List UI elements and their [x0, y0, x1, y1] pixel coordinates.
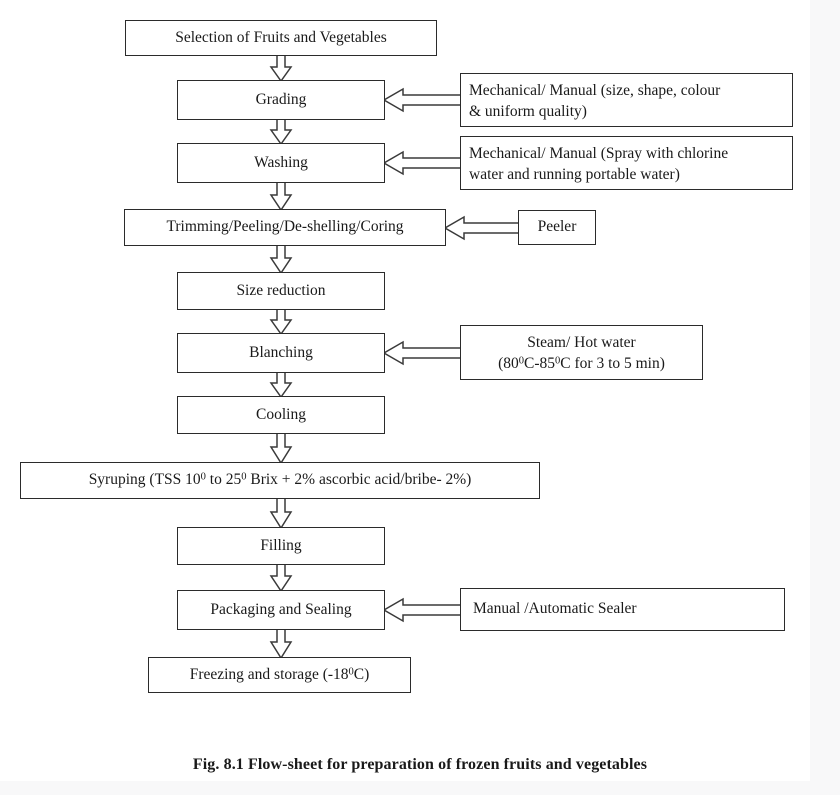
degree-superscript: 0 — [348, 665, 354, 677]
flow-arrow-packaging-to-freezing — [267, 628, 295, 659]
process-label-washing: Washing — [254, 153, 308, 171]
annotation-blanching-line1: Steam/ Hot water — [527, 334, 636, 351]
process-box-filling[interactable]: Filling — [177, 527, 385, 565]
figure-caption: Fig. 8.1 Flow-sheet for preparation of f… — [192, 756, 648, 773]
degree-superscript: 0 — [241, 471, 247, 483]
annotation-sealer-label: Manual /Automatic Sealer — [473, 600, 637, 618]
annotation-arrow-to-washing — [384, 149, 462, 177]
flow-arrow-filling-to-packaging — [267, 563, 295, 592]
annotation-peeler-label: Peeler — [537, 218, 577, 236]
annotation-arrow-to-grading — [384, 86, 462, 114]
process-box-syruping[interactable]: Syruping (TSS 100 to 250 Brix + 2% ascor… — [20, 462, 540, 499]
degree-superscript: 0 — [555, 355, 561, 367]
annotation-box-peeler[interactable]: Peeler — [518, 210, 596, 245]
annotation-washing-line1: Mechanical/ Manual (Spray with chlorine — [469, 145, 729, 162]
flow-arrow-washing-to-trimming — [267, 181, 295, 211]
process-label-size-reduction: Size reduction — [236, 281, 326, 299]
process-box-freezing[interactable]: Freezing and storage (-180C) — [148, 657, 411, 693]
process-box-blanching[interactable]: Blanching — [177, 333, 385, 373]
annotation-arrow-to-trimming — [445, 214, 520, 242]
process-label-trimming: Trimming/Peeling/De-shelling/Coring — [166, 218, 404, 236]
process-box-grading[interactable]: Grading — [177, 80, 385, 120]
flow-arrow-cooling-to-syruping — [267, 432, 295, 464]
page-edge-bottom — [0, 781, 840, 795]
process-label-filling: Filling — [260, 536, 302, 554]
process-box-size-reduction[interactable]: Size reduction — [177, 272, 385, 310]
flow-arrow-size-reduction-to-blanching — [267, 308, 295, 335]
process-label-cooling: Cooling — [256, 405, 306, 423]
annotation-box-sealer[interactable]: Manual /Automatic Sealer — [460, 588, 785, 631]
annotation-arrow-to-blanching — [384, 339, 462, 367]
annotation-arrow-to-packaging — [384, 596, 462, 624]
process-label-blanching: Blanching — [249, 343, 313, 361]
process-box-trimming[interactable]: Trimming/Peeling/De-shelling/Coring — [124, 209, 446, 246]
annotation-box-washing[interactable]: Mechanical/ Manual (Spray with chlorine … — [460, 136, 793, 190]
annotation-washing-line2: water and running portable water) — [469, 165, 680, 183]
degree-superscript: 0 — [518, 355, 525, 367]
flow-arrow-syruping-to-filling — [267, 497, 295, 529]
process-label-selection: Selection of Fruits and Vegetables — [175, 28, 387, 46]
process-label-syruping: Syruping (TSS 100 to 250 Brix + 2% ascor… — [88, 471, 472, 489]
annotation-box-blanching[interactable]: Steam/ Hot water (800C-850C for 3 to 5 m… — [460, 325, 703, 380]
process-box-washing[interactable]: Washing — [177, 143, 385, 183]
process-box-cooling[interactable]: Cooling — [177, 396, 385, 434]
degree-superscript: 0 — [200, 471, 206, 483]
annotation-grading-line2: & uniform quality) — [469, 102, 587, 120]
flow-arrow-selection-to-grading — [267, 54, 295, 82]
process-label-freezing: Freezing and storage (-180C) — [189, 665, 370, 683]
flow-arrow-blanching-to-cooling — [267, 371, 295, 398]
process-label-grading: Grading — [255, 90, 307, 108]
annotation-grading-line1: Mechanical/ Manual (size, shape, colour — [469, 82, 721, 99]
process-box-selection[interactable]: Selection of Fruits and Vegetables — [125, 20, 437, 56]
annotation-box-grading[interactable]: Mechanical/ Manual (size, shape, colour … — [460, 73, 793, 127]
process-label-packaging: Packaging and Sealing — [210, 600, 352, 618]
annotation-blanching-line2: (800C-850C for 3 to 5 min) — [498, 354, 665, 372]
flow-arrow-trimming-to-size-reduction — [267, 244, 295, 274]
page-edge-right — [810, 0, 840, 795]
flow-arrow-grading-to-washing — [267, 118, 295, 145]
process-box-packaging[interactable]: Packaging and Sealing — [177, 590, 385, 630]
